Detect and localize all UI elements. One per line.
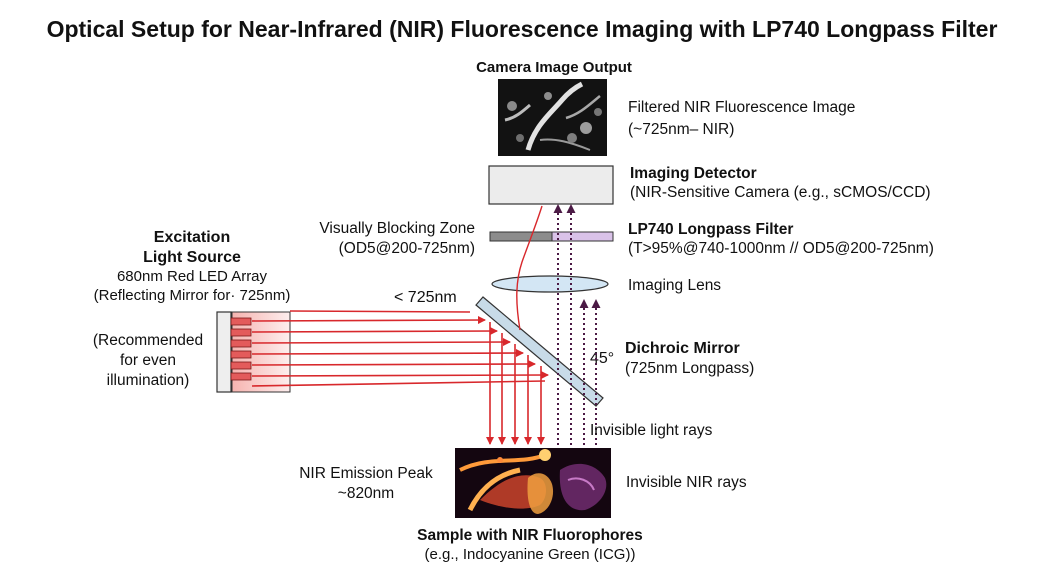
- led-array: [216, 311, 291, 393]
- source-mirror-note: (Reflecting Mirror for· 725nm): [94, 287, 291, 304]
- reflected-excitation-rays: [486, 205, 545, 445]
- excitation-rays: [251, 310, 549, 387]
- filter-description: (T>95%@740-1000nm // OD5@200-725nm): [628, 240, 934, 257]
- imaging-detector-box: [488, 165, 614, 205]
- sample-image: [455, 448, 611, 518]
- source-heading-line1: Excitation: [154, 229, 230, 246]
- cutoff-label: < 725nm: [394, 289, 457, 306]
- diagram-title: Optical Setup for Near-Infrared (NIR) Fl…: [47, 16, 998, 42]
- source-recommendation-line1: (Recommended: [93, 332, 203, 349]
- mirror-angle-label: 45°: [590, 350, 614, 367]
- source-recommendation-line2: for even: [120, 352, 176, 369]
- camera-output-caption-line2: (~725nm– NIR): [628, 121, 734, 138]
- filter-heading: LP740 Longpass Filter: [628, 221, 793, 238]
- blocking-zone-label-line1: Visually Blocking Zone: [319, 220, 475, 237]
- mirror-heading: Dichroic Mirror: [625, 340, 740, 357]
- camera-output-heading: Camera Image Output: [476, 59, 632, 76]
- imaging-lens: [491, 275, 609, 293]
- camera-output-image: [498, 79, 607, 156]
- detector-heading: Imaging Detector: [630, 165, 757, 182]
- invisible-nir-rays-label: Invisible NIR rays: [626, 474, 747, 491]
- source-recommendation-line3: illumination): [107, 372, 190, 389]
- lens-label: Imaging Lens: [628, 277, 721, 294]
- source-led-array-label: 680nm Red LED Array: [117, 268, 268, 285]
- lp740-filter: [489, 231, 614, 242]
- emission-peak-line2: ~820nm: [338, 485, 394, 502]
- nir-emission-rays: [553, 204, 601, 445]
- camera-output-caption-line1: Filtered NIR Fluorescence Image: [628, 99, 855, 116]
- sample-description: (e.g., Indocyanine Green (ICG)): [425, 546, 636, 563]
- emission-peak-line1: NIR Emission Peak: [299, 465, 433, 482]
- blocking-zone-label-line2: (OD5@200-725nm): [339, 240, 475, 257]
- source-heading-line2: Light Source: [143, 249, 241, 266]
- mirror-description: (725nm Longpass): [625, 360, 754, 377]
- invisible-light-rays-label: Invisible light rays: [590, 422, 713, 439]
- detector-description: (NIR-Sensitive Camera (e.g., sCMOS/CCD): [630, 184, 931, 201]
- sample-heading: Sample with NIR Fluorophores: [417, 527, 643, 544]
